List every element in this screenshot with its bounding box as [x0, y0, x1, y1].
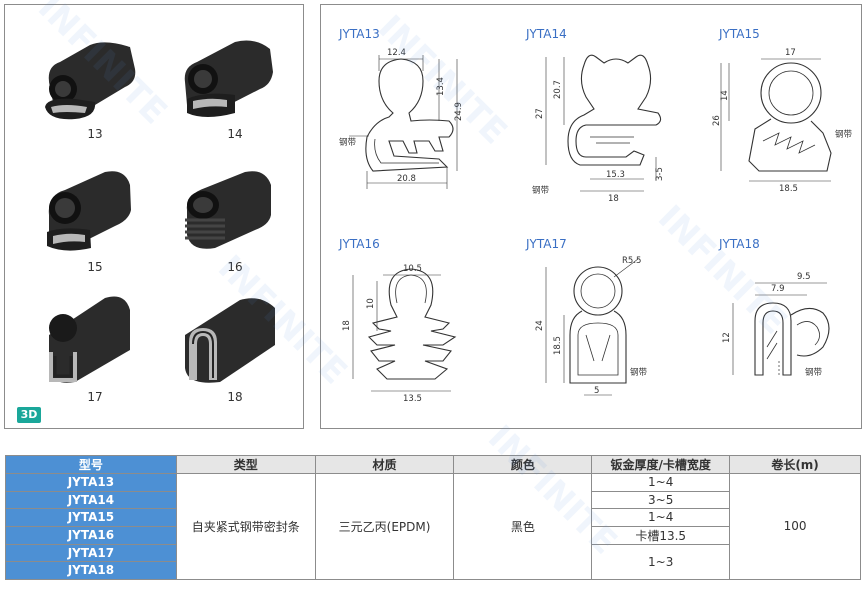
dim-label: 20.8 — [397, 174, 416, 184]
product-3d-18: 18 — [175, 290, 295, 410]
dim-label: 12.4 — [387, 48, 406, 58]
dim-label: 24.9 — [454, 102, 464, 121]
product-3d-15: 15 — [35, 160, 155, 280]
drawing-title: JYTA18 — [719, 237, 760, 251]
note-label: 钢带 — [532, 185, 550, 196]
dim-label: 18.5 — [779, 184, 798, 194]
spec-table: 型号 类型 材质 颜色 钣金厚度/卡槽宽度 卷长(m) JYTA13 自夹紧式钢… — [5, 455, 861, 580]
material-cell: 三元乙丙(EPDM) — [314, 473, 455, 580]
drawing-jyta14: JYTA14 27 20.7 15.3 18 3-5 钢带 — [526, 27, 696, 217]
seal-14-image — [184, 40, 273, 117]
table-row: JYTA14 3~5 — [5, 490, 861, 509]
product-3d-label: 18 — [227, 390, 243, 404]
type-cell: 自夹紧式钢带密封条 — [175, 473, 316, 580]
dim-label: R5.5 — [622, 256, 641, 266]
model-cell: JYTA16 — [5, 525, 177, 545]
technical-drawing-panel: JYTA13 12.4 13.4 24.9 20.8 钢带 JYTA14 — [320, 4, 862, 429]
thickness-cell: 1~3 — [591, 543, 731, 580]
product-3d-label: 15 — [87, 260, 103, 274]
product-3d-14: 14 — [175, 27, 295, 147]
dim-label: 18 — [342, 320, 352, 331]
note-label: 钢带 — [630, 367, 648, 378]
dim-label: 17 — [785, 48, 796, 58]
product-3d-16: 16 — [175, 160, 295, 280]
drawing-jyta18: JYTA18 9.5 7.9 12 钢带 — [719, 237, 866, 427]
dim-label: 14 — [720, 90, 730, 101]
dim-label: 26 — [712, 115, 722, 126]
model-cell: JYTA17 — [5, 543, 177, 562]
product-3d-17: 17 — [35, 290, 155, 410]
thickness-cell: 1~4 — [591, 473, 731, 492]
seal-16-image — [185, 171, 271, 249]
drawing-jyta13: JYTA13 12.4 13.4 24.9 20.8 钢带 — [339, 27, 509, 217]
header-thickness: 钣金厚度/卡槽宽度 — [591, 455, 731, 474]
drawing-jyta14-svg: 27 20.7 15.3 18 3-5 钢带 — [532, 54, 665, 204]
dim-label: 5 — [594, 386, 599, 396]
product-3d-label: 17 — [87, 390, 103, 404]
dim-label: 9.5 — [797, 272, 811, 282]
drawing-jyta16: JYTA16 10.5 10 18 13.5 — [339, 237, 509, 427]
dim-label: 18.5 — [553, 336, 563, 355]
table-row: JYTA16 卡槽13.5 — [5, 525, 861, 545]
drawing-title: JYTA14 — [526, 27, 567, 41]
thickness-cell: 3~5 — [591, 490, 731, 509]
dim-label: 24 — [535, 320, 545, 331]
note-label: 钢带 — [805, 367, 823, 378]
model-cell: JYTA14 — [5, 490, 177, 509]
product-3d-label: 14 — [227, 127, 243, 141]
color-cell: 黑色 — [453, 473, 593, 580]
drawing-jyta15: JYTA15 17 14 26 18.5 钢带 — [712, 27, 866, 217]
seal-18-image — [185, 298, 275, 383]
drawing-title: JYTA13 — [339, 27, 380, 41]
thickness-cell: 1~4 — [591, 508, 731, 527]
drawing-title: JYTA15 — [719, 27, 760, 41]
drawing-jyta18-svg: 9.5 7.9 12 钢带 — [722, 272, 830, 378]
drawing-title: JYTA16 — [339, 237, 380, 251]
table-header-row: 型号 类型 材质 颜色 钣金厚度/卡槽宽度 卷长(m) — [5, 455, 861, 474]
product-3d-panel: 13 14 15 16 — [4, 4, 304, 429]
seal-15-image — [47, 171, 131, 251]
drawing-jyta15-svg: 17 14 26 18.5 钢带 — [712, 48, 853, 194]
length-cell: 100 — [729, 473, 861, 580]
3d-badge: 3D — [17, 407, 41, 423]
seal-17-image — [49, 296, 130, 383]
header-type: 类型 — [175, 455, 316, 474]
header-color: 颜色 — [453, 455, 593, 474]
dim-label: 13.4 — [436, 77, 446, 96]
note-label: 钢带 — [339, 137, 357, 148]
header-material: 材质 — [314, 455, 455, 474]
seal-13-image — [45, 42, 136, 120]
model-cell: JYTA18 — [5, 561, 177, 580]
drawing-jyta13-svg: 12.4 13.4 24.9 20.8 钢带 — [339, 48, 464, 189]
dim-label: 20.7 — [553, 80, 563, 99]
drawing-title: JYTA17 — [526, 237, 567, 251]
product-3d-label: 16 — [227, 260, 243, 274]
dim-label: 10.5 — [403, 264, 422, 274]
table-row: JYTA18 — [5, 561, 861, 580]
model-cell: JYTA13 — [5, 473, 177, 492]
dim-label: 13.5 — [403, 394, 422, 404]
header-length: 卷长(m) — [729, 455, 861, 474]
thickness-cell: 卡槽13.5 — [591, 525, 731, 545]
dim-label: 3-5 — [655, 167, 665, 181]
dim-label: 12 — [722, 332, 732, 343]
drawing-jyta16-svg: 10.5 10 18 13.5 — [342, 264, 457, 404]
drawing-jyta17: JYTA17 R5.5 24 18.5 5 钢带 — [526, 237, 696, 427]
dim-label: 10 — [366, 298, 376, 309]
header-model: 型号 — [5, 455, 177, 474]
model-cell: JYTA15 — [5, 508, 177, 527]
dim-label: 15.3 — [606, 170, 625, 180]
dim-label: 27 — [535, 108, 545, 119]
table-row: JYTA13 自夹紧式钢带密封条 三元乙丙(EPDM) 黑色 1~4 100 — [5, 473, 861, 580]
product-3d-13: 13 — [35, 27, 155, 147]
dim-label: 7.9 — [771, 284, 785, 294]
product-3d-label: 13 — [87, 127, 103, 141]
dim-label: 18 — [608, 194, 619, 204]
note-label: 钢带 — [835, 129, 853, 140]
drawing-jyta17-svg: R5.5 24 18.5 5 钢带 — [535, 256, 648, 396]
